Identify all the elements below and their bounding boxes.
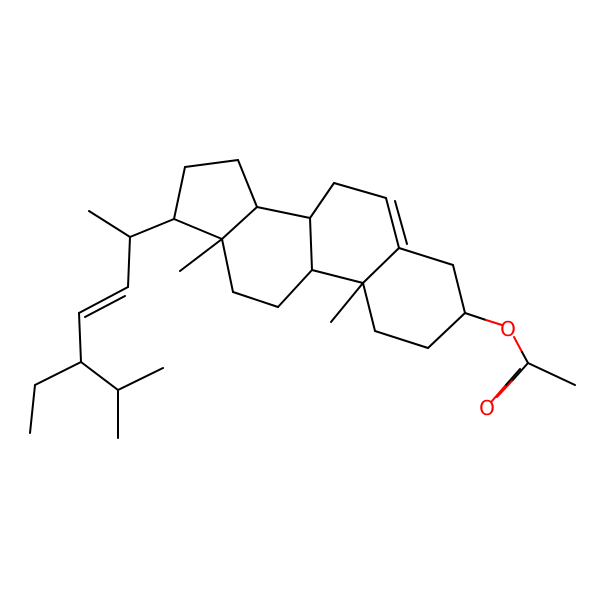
bond [513, 336, 523, 353]
bond [362, 282, 376, 332]
side-chain [29, 210, 175, 439]
bond [374, 330, 429, 349]
bond [464, 312, 487, 321]
bond [173, 218, 223, 240]
bond [221, 206, 258, 240]
bond [452, 264, 466, 314]
ring-c [221, 206, 313, 308]
ring-b [309, 182, 408, 284]
bond [127, 236, 131, 288]
bond [496, 380, 513, 398]
ring-a [362, 247, 466, 349]
bond [78, 312, 82, 363]
bond [277, 269, 313, 308]
bond [129, 218, 175, 238]
bond [398, 247, 454, 266]
bond [179, 238, 223, 272]
bond [184, 159, 239, 168]
bond [117, 367, 164, 391]
acetate-group [464, 312, 576, 402]
bond [521, 351, 529, 364]
atom-label-group: O O [479, 317, 516, 420]
oxygen-atom-label: O [500, 317, 516, 341]
bond [29, 384, 36, 434]
oxygen-atom-label: O [479, 396, 495, 420]
bond [232, 291, 279, 308]
bond [330, 282, 364, 323]
double-bond-inner [394, 200, 408, 245]
bond [511, 362, 529, 382]
bond [237, 159, 258, 208]
bond [311, 269, 364, 284]
double-bond-inner [84, 295, 126, 318]
bond [309, 217, 313, 271]
double-bond-inner [504, 368, 521, 387]
bond [256, 206, 311, 219]
ring-d [173, 159, 258, 240]
bond [88, 210, 131, 238]
bond [527, 362, 576, 386]
bond [173, 166, 186, 220]
bond [385, 197, 400, 249]
bond [221, 238, 234, 293]
bond [427, 312, 466, 349]
bond [80, 361, 119, 391]
bond [78, 286, 129, 314]
bond [485, 319, 503, 326]
bond [333, 182, 387, 199]
bond [362, 247, 400, 284]
bond [309, 182, 335, 219]
bond [491, 385, 506, 402]
angular-methyls [179, 238, 364, 323]
bond [34, 361, 82, 386]
